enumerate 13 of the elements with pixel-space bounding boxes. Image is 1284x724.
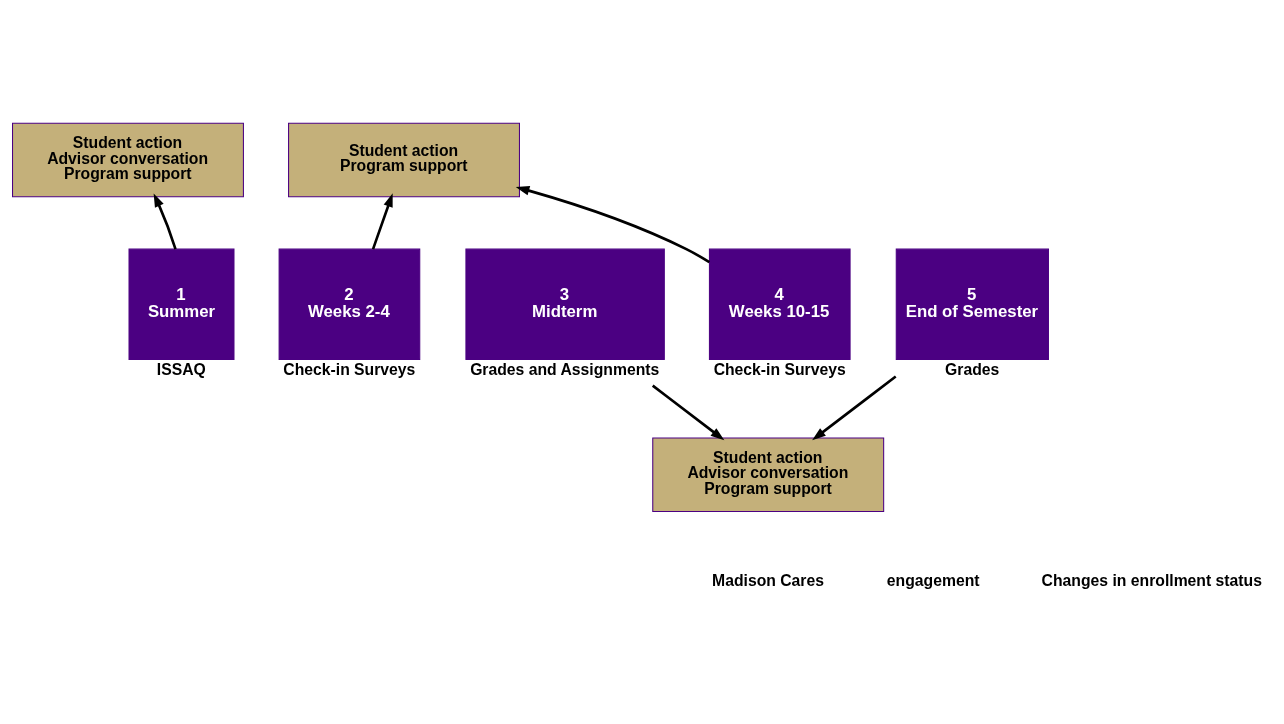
arrow [153,192,177,249]
label: engagement [886,571,980,589]
node-label: Check-in Surveys [283,360,416,378]
arrow [812,374,897,440]
node-label: ISSAQ [156,360,206,378]
arrow [371,192,393,249]
arrow [651,384,725,440]
node-label: Grades [945,360,1000,378]
arrow [515,185,710,263]
node-label: Grades and Assignments [470,360,660,378]
label: Madison Cares [712,571,824,589]
label: Changes in enrollment status [1041,571,1262,589]
node-label: Check-in Surveys [713,360,846,378]
